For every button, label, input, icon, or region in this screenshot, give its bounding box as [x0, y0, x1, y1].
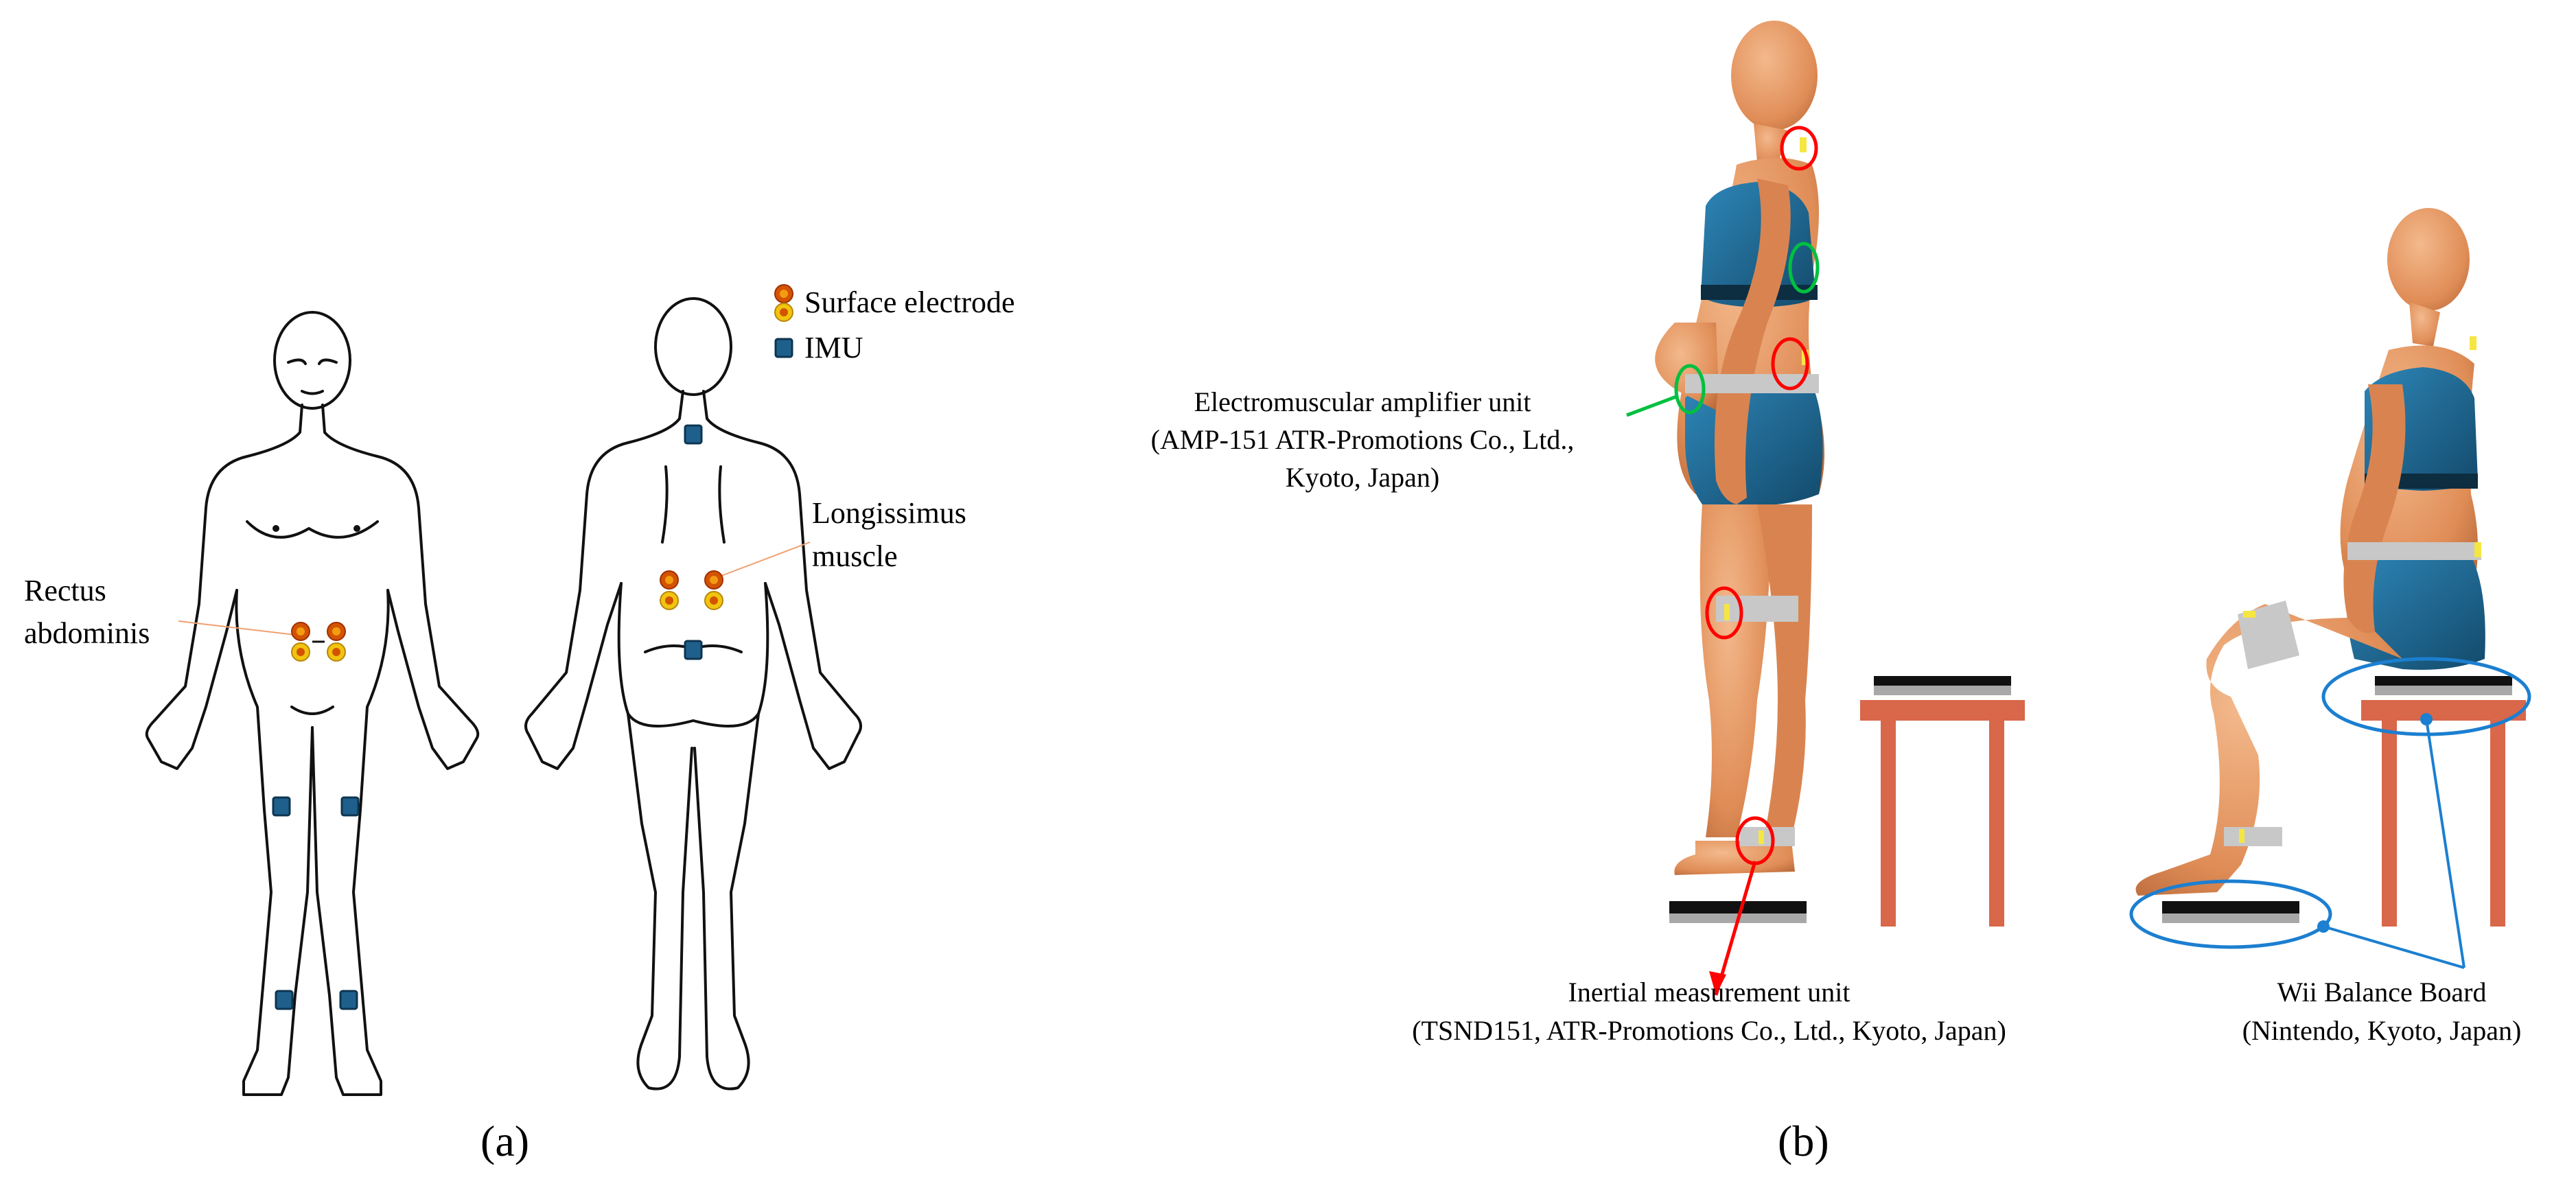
- legend-electrode-symbol: [774, 284, 793, 322]
- imu-lower-back: [684, 640, 703, 660]
- imu-thigh-left: [272, 796, 291, 817]
- stool-empty: [1860, 676, 2025, 927]
- wii-label-line2: (Nintendo, Kyoto, Japan): [2242, 1015, 2522, 1046]
- wii-callout-ellipses: [2129, 657, 2531, 949]
- imu-leader-line: [1714, 861, 1757, 996]
- wii-leader-lines: [2317, 713, 2465, 969]
- emg-label-line3: Kyoto, Japan): [1285, 462, 1440, 493]
- legend-imu-label: IMU: [804, 331, 863, 364]
- caption-b: (b): [1778, 1117, 1829, 1165]
- standing-figure: [1655, 21, 1824, 875]
- imu-shank-right: [339, 990, 358, 1010]
- imu-upper-back: [684, 424, 703, 445]
- front-imu-sensors: [272, 796, 360, 1010]
- imu-label-line2: (TSND151, ATR-Promotions Co., Ltd., Kyot…: [1412, 1015, 2006, 1046]
- sitting-figure: [2135, 208, 2485, 896]
- rectus-label-line2: abdominis: [24, 616, 150, 650]
- longissimus-label-line1: Longissimus: [812, 496, 966, 530]
- emg-callout-circles: [1674, 242, 1820, 415]
- imu-shank-left: [275, 990, 294, 1010]
- nipple-mark: [353, 525, 360, 532]
- balance-board-sitting: [2162, 901, 2299, 913]
- legend-imu-symbol: [774, 338, 793, 358]
- rectus-electrodes: [291, 622, 346, 662]
- longissimus-electrodes: [660, 570, 723, 610]
- imu-thigh-right: [340, 796, 360, 817]
- emg-leader-line: [1626, 395, 1677, 417]
- nipple-mark: [272, 525, 279, 532]
- balance-board-sitting-base: [2162, 913, 2299, 923]
- stool-occupied: [2361, 676, 2526, 927]
- caption-a: (a): [480, 1117, 530, 1165]
- balance-board-standing: [1669, 901, 1807, 913]
- longissimus-leader-line: [710, 541, 811, 581]
- back-imu-sensors: [684, 424, 703, 660]
- imu-leader-arrowhead: [1709, 971, 1726, 995]
- wii-label-line1: Wii Balance Board: [2277, 977, 2487, 1008]
- imu-label-line1: Inertial measurement unit: [1568, 977, 1850, 1008]
- emg-label-line2: (AMP-151 ATR-Promotions Co., Ltd.,: [1150, 424, 1575, 455]
- rectus-leader-line: [178, 620, 296, 636]
- legend-electrode-label: Surface electrode: [804, 286, 1015, 319]
- rectus-label-line1: Rectus: [24, 574, 106, 607]
- emg-label-line1: Electromuscular amplifier unit: [1194, 386, 1531, 417]
- back-body-outline: [524, 297, 862, 1091]
- front-body-outline: [145, 311, 480, 1096]
- longissimus-label-line2: muscle: [812, 539, 898, 573]
